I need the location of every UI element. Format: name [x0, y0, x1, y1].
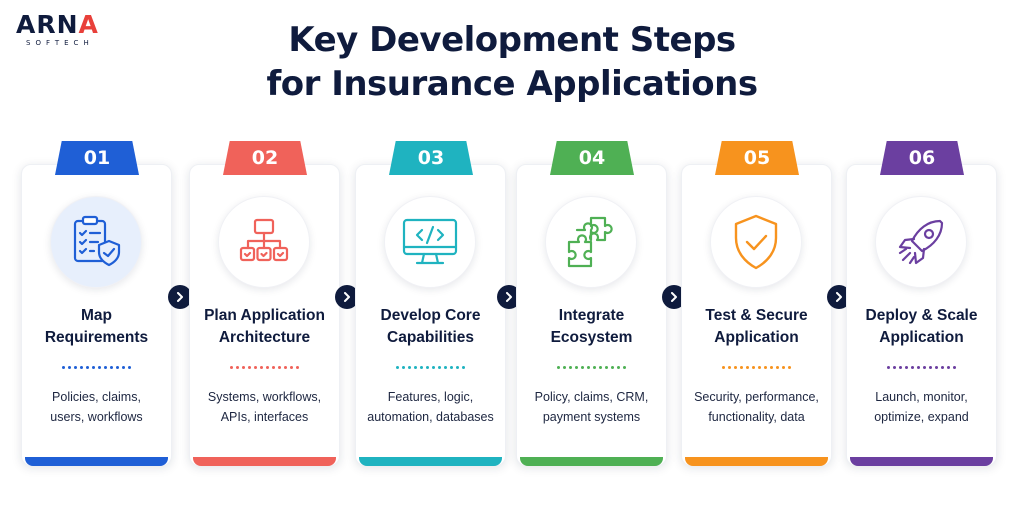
- step-description: Security, performance,functionality, dat…: [694, 390, 819, 424]
- step-icon-circle: [545, 196, 637, 288]
- card-accent-bar: [193, 457, 336, 466]
- dots-divider: [21, 365, 172, 369]
- dots-divider: [355, 365, 506, 369]
- puzzle-icon: [567, 216, 613, 268]
- step-icon-circle: [218, 196, 310, 288]
- step-icon-circle: [875, 196, 967, 288]
- page-title: Key Development Steps for Insurance Appl…: [0, 18, 1024, 106]
- step-description: Features, logic,automation, databases: [367, 390, 494, 424]
- architecture-tree-icon: [239, 218, 289, 262]
- brand-logo: ARNA SOFTECH: [16, 10, 108, 48]
- dots-divider: [516, 365, 667, 369]
- step-number-badge: 06: [880, 141, 964, 175]
- step-description: Policy, claims, CRM,payment systems: [534, 390, 649, 424]
- step-number-badge: 02: [223, 141, 307, 175]
- logo-text: ARNA: [16, 10, 99, 39]
- title-line-1: Key Development Steps: [288, 20, 736, 60]
- dots-divider: [189, 365, 340, 369]
- title-line-2: for Insurance Applications: [266, 64, 758, 104]
- step-icon-circle: [710, 196, 802, 288]
- dots-divider: [846, 365, 997, 369]
- step-number-badge: 05: [715, 141, 799, 175]
- clipboard-shield-icon: [73, 215, 121, 267]
- card-accent-bar: [850, 457, 993, 466]
- card-accent-bar: [685, 457, 828, 466]
- step-number-badge: 01: [55, 141, 139, 175]
- chevron-right-icon: [168, 285, 192, 309]
- card-accent-bar: [359, 457, 502, 466]
- step-description: Policies, claims,users, workflows: [50, 390, 143, 424]
- step-icon-circle: [384, 196, 476, 288]
- step-description: Systems, workflows,APIs, interfaces: [207, 390, 322, 424]
- logo-subtext: SOFTECH: [26, 39, 94, 47]
- step-number-badge: 04: [550, 141, 634, 175]
- step-number-badge: 03: [389, 141, 473, 175]
- dots-divider: [681, 365, 832, 369]
- card-accent-bar: [25, 457, 168, 466]
- step-icon-circle: [50, 196, 142, 288]
- rocket-icon: [898, 219, 944, 265]
- step-description: Launch, monitor,optimize, expand: [874, 390, 969, 424]
- code-monitor-icon: [402, 218, 458, 265]
- card-accent-bar: [520, 457, 663, 466]
- shield-check-icon: [734, 214, 778, 270]
